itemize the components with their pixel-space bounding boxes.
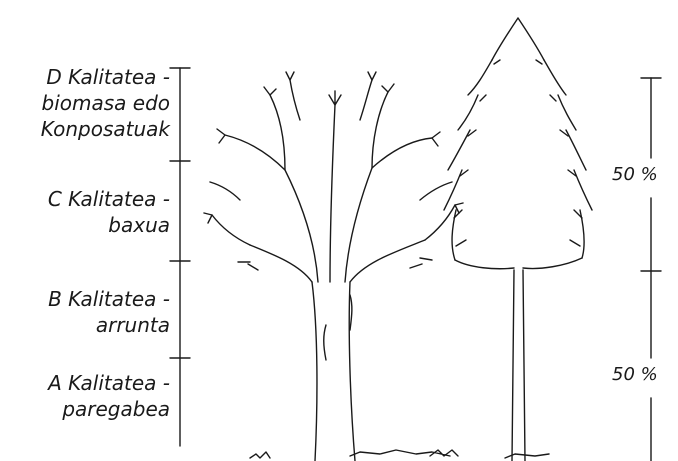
height-scale-bar bbox=[641, 78, 661, 461]
quality-scale-bar bbox=[170, 68, 190, 446]
broadleaf-tree-icon bbox=[204, 72, 463, 461]
ground-line bbox=[250, 450, 549, 458]
conifer-tree-icon bbox=[444, 18, 592, 461]
